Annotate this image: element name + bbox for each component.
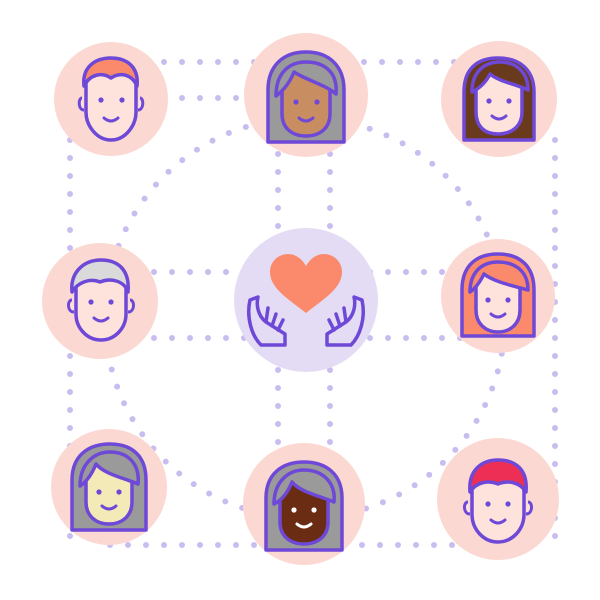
heart-icon (270, 254, 342, 313)
woman-gray-hair-dark-skin-icon (264, 460, 344, 552)
heart-in-hands-icon (247, 254, 365, 347)
man-silver-hair-icon (67, 258, 135, 342)
man-red-hair-icon (463, 458, 533, 544)
woman-ginger-hair-icon (460, 252, 536, 338)
left-hand-icon (247, 295, 287, 347)
right-hand-icon (325, 295, 365, 347)
man-ginger-hair-icon (77, 56, 145, 142)
woman-gray-hair-icon (70, 442, 148, 532)
woman-gray-hair-tan-skin-icon (266, 50, 346, 144)
woman-brown-hair-icon (462, 56, 536, 142)
